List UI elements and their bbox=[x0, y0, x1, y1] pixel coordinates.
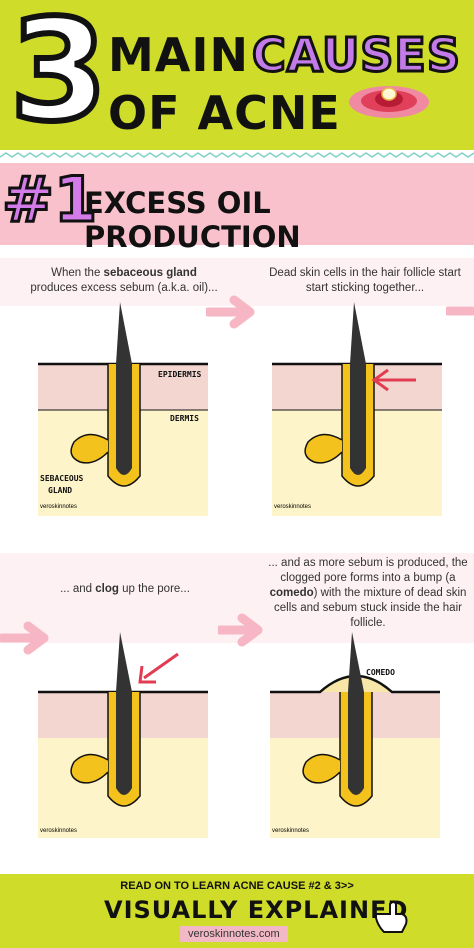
zigzag-divider bbox=[0, 150, 474, 164]
arrow-right-icon bbox=[206, 295, 255, 329]
skin-diagram-1: veroskinnotes bbox=[38, 302, 208, 516]
arrow-right-icon bbox=[0, 621, 49, 655]
cause-title: EXCESS OIL PRODUCTION bbox=[84, 186, 301, 254]
arrow-right-icon bbox=[446, 306, 474, 316]
label-sebaceous: SEBACEOUS bbox=[40, 474, 84, 483]
panel-1-caption: When the sebaceous gland produces excess… bbox=[30, 267, 218, 294]
panel-2-caption: Dead skin cells in the hair follicle sta… bbox=[269, 267, 461, 294]
label-comedo: COMEDO bbox=[366, 668, 395, 677]
label-epidermis: EPIDERMIS bbox=[158, 370, 202, 379]
read-on-cta[interactable]: READ ON TO LEARN ACNE CAUSE #2 & 3>> bbox=[120, 880, 354, 892]
cause-band bbox=[0, 163, 474, 245]
tagline: VISUALLY EXPLAINED bbox=[104, 896, 409, 924]
label-dermis: DERMIS bbox=[170, 414, 199, 423]
svg-text:veroskinnotes: veroskinnotes bbox=[272, 828, 309, 834]
svg-text:veroskinnotes: veroskinnotes bbox=[40, 828, 77, 834]
title-main: MAIN bbox=[108, 28, 249, 82]
header-band bbox=[0, 0, 474, 150]
big-number-3: 3 bbox=[7, 0, 110, 153]
pimple-icon bbox=[349, 86, 429, 118]
panel-4-caption: ... and as more sebum is produced, the c… bbox=[268, 557, 468, 629]
title-causes: CAUSES bbox=[251, 27, 462, 84]
skin-diagram-4: veroskinnotes bbox=[270, 632, 440, 838]
arrow-right-icon bbox=[218, 613, 263, 647]
skin-diagram-3: veroskinnotes bbox=[38, 632, 208, 838]
pointing-hand-icon bbox=[375, 901, 408, 933]
cause-number: #1 bbox=[0, 162, 98, 238]
website-link[interactable]: veroskinnotes.com bbox=[180, 926, 288, 942]
title-of-acne: OF ACNE bbox=[108, 86, 341, 140]
svg-text:veroskinnotes: veroskinnotes bbox=[40, 504, 77, 510]
panel-3-caption: ... and clog up the pore... bbox=[60, 583, 190, 595]
skin-diagram-2: veroskinnotes bbox=[272, 302, 442, 516]
label-gland: GLAND bbox=[48, 486, 73, 495]
svg-text:veroskinnotes: veroskinnotes bbox=[274, 504, 311, 510]
